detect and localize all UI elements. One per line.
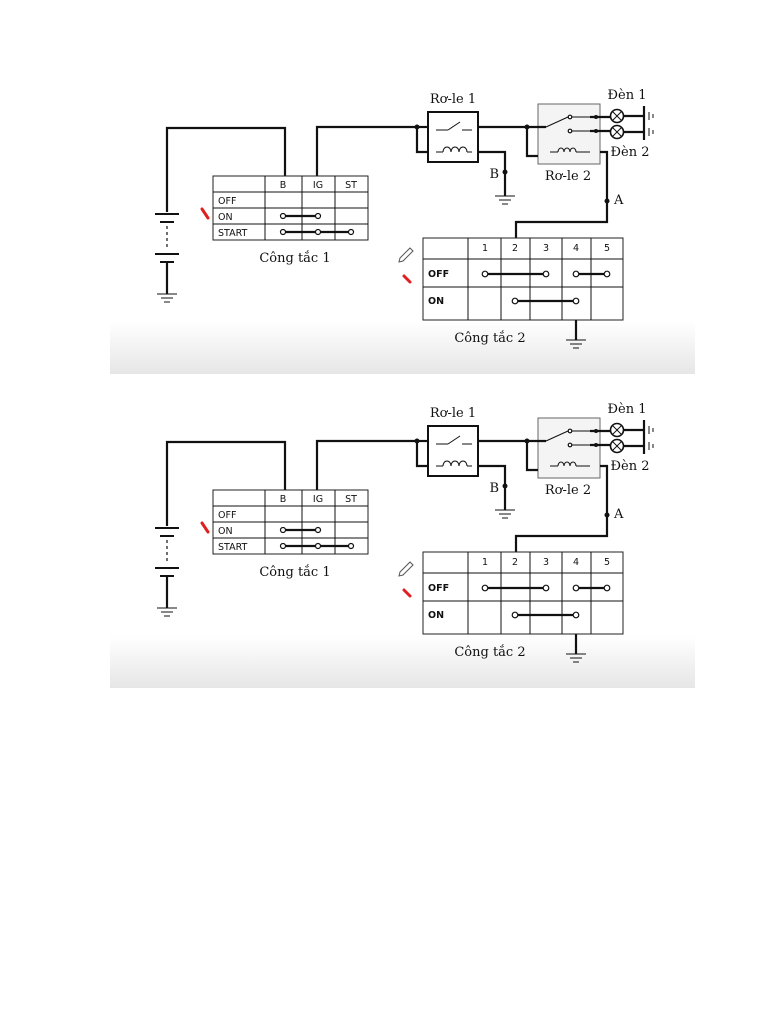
red-marker-icon [200,207,210,220]
circuit-svg-1: B IG ST OFF ON START Công tắc 1 Rơ-le 1 … [110,84,695,374]
switch-1-col-ig: IG [313,494,323,505]
lamp-1-icon [609,422,644,438]
lamp-1-label: Đèn 1 [608,402,647,417]
switch-1-table: B IG ST OFF ON START [212,175,369,241]
ground-icon [495,486,515,519]
switch-2-col-4: 4 [573,243,579,254]
relay-2-symbol: Rơ-le 2 [524,103,615,201]
switch-1-row-start: START [218,228,248,239]
ig-wire [315,125,417,176]
switch-1-table: B IG ST OFF ON START [212,489,369,555]
ground-icon [566,320,586,349]
switch-2-col-4: 4 [573,557,579,568]
switch-2-row-on: ON [428,610,444,621]
circuit-diagram-1: B IG ST OFF ON START Công tắc 1 Rơ-le 1 … [110,84,695,374]
switch-2-table: 1 2 3 4 5 OFF ON [422,551,624,635]
lamp-2-label: Đèn 2 [611,145,650,160]
relay-1-label: Rơ-le 1 [430,406,476,421]
switch-1-col-st: ST [345,180,357,191]
relay-1-label: Rơ-le 1 [430,92,476,107]
switch-1-caption: Công tắc 1 [259,250,330,266]
ground-icon [495,172,515,205]
relay-2-label: Rơ-le 2 [545,483,591,498]
switch-1-col-b: B [280,494,287,505]
switch-1-row-off: OFF [218,510,236,521]
switch-2-col-5: 5 [604,557,610,568]
switch-2-col-2: 2 [512,243,518,254]
node-a-label: A [613,193,624,208]
pencil-icon [398,561,414,577]
circuit-svg-2: B IG ST OFF ON START Công tắc 1 Rơ-le 1 … [110,398,695,688]
lamp-1-label: Đèn 1 [608,88,647,103]
relay-1-symbol: Rơ-le 1 [414,92,527,172]
switch-2-row-off: OFF [428,269,449,280]
switch-2-caption: Công tắc 2 [454,644,525,660]
switch-1-col-ig: IG [313,180,323,191]
red-marker-icon [402,274,412,284]
pencil-icon [398,247,414,263]
switch-2-col-2: 2 [512,557,518,568]
switch-1-row-start: START [218,542,248,553]
switch-1-row-on: ON [218,526,233,537]
node-b-label: B [489,167,499,182]
switch-2-col-3: 3 [543,243,549,254]
ground-icon [566,634,586,663]
switch-2-row-on: ON [428,296,444,307]
switch-1-col-b: B [280,180,287,191]
switch-1-row-off: OFF [218,196,236,207]
switch-2-col-1: 1 [482,557,488,568]
switch-2-col-1: 1 [482,243,488,254]
switch-2-col-5: 5 [604,243,610,254]
wire-a-to-switch-2 [514,201,609,238]
lamp-2-label: Đèn 2 [611,459,650,474]
relay-1-symbol: Rơ-le 1 [414,406,527,486]
switch-2-table: 1 2 3 4 5 OFF ON [422,237,624,321]
switch-1-caption: Công tắc 1 [259,564,330,580]
switch-1-row-on: ON [218,212,233,223]
lamp-ground-icon [642,106,654,140]
wire-a-to-switch-2 [514,515,609,552]
switch-2-caption: Công tắc 2 [454,330,525,346]
switch-2-col-3: 3 [543,557,549,568]
relay-2-symbol: Rơ-le 2 [524,417,615,515]
lamp-ground-icon [642,420,654,454]
switch-1-col-st: ST [345,494,357,505]
lamp-2-icon [609,438,644,454]
relay-2-label: Rơ-le 2 [545,169,591,184]
circuit-diagram-2: B IG ST OFF ON START Công tắc 1 Rơ-le 1 … [110,398,695,688]
battery-symbol [155,440,287,617]
lamp-1-icon [609,108,644,124]
switch-2-row-off: OFF [428,583,449,594]
node-b-label: B [489,481,499,496]
node-a-label: A [613,507,624,522]
red-marker-icon [402,588,412,598]
lamp-2-icon [609,124,644,140]
red-marker-icon [200,521,210,534]
battery-symbol [155,126,287,303]
ig-wire [315,439,417,490]
